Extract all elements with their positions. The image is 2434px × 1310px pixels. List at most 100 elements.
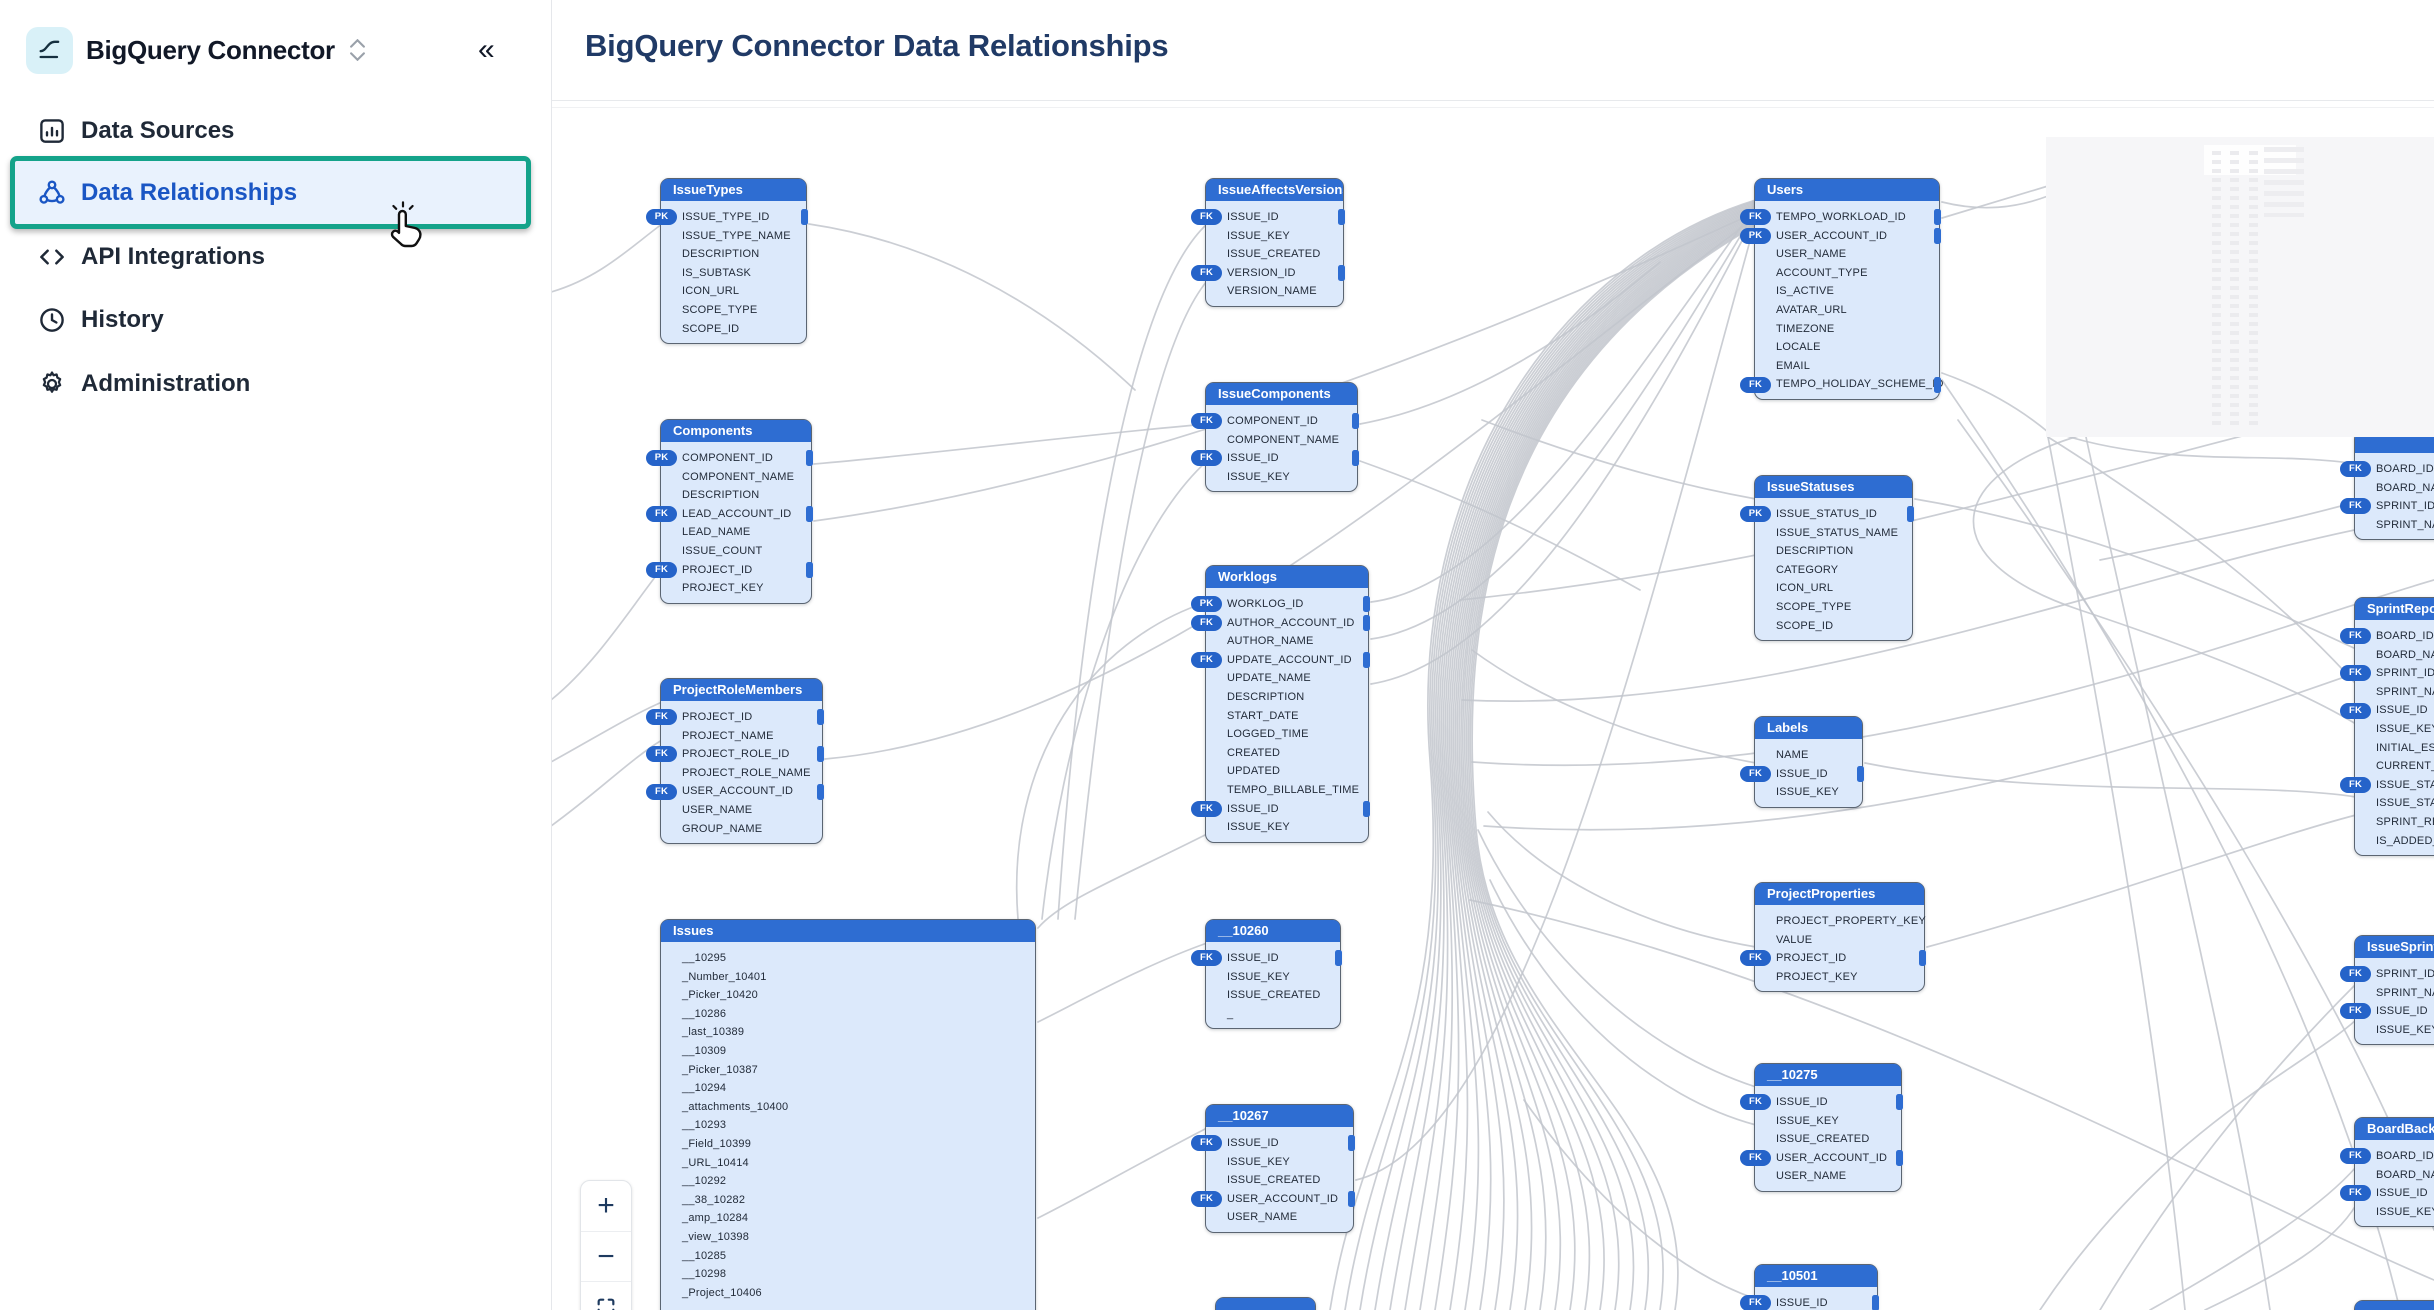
table-field: PROJECT_KEY [682, 582, 764, 595]
table-node-SprintRepor[interactable]: SprintReporBOARD_IDFKBOARD_NAMSPRINT_IDF… [2340, 597, 2434, 857]
connection-stub [1352, 413, 1359, 430]
connection-stub [1348, 1135, 1355, 1152]
table-title: IssueAffectsVersions [1206, 179, 1343, 201]
table-field: ISSUE_TYPE_NAME [682, 229, 791, 242]
table-field: __10293 [682, 1119, 727, 1132]
table-field: AUTHOR_NAME [1227, 635, 1314, 648]
table-field: DESCRIPTION [682, 489, 760, 502]
connection-stub [1363, 800, 1370, 817]
sidebar-item-data-sources[interactable]: Data Sources [0, 102, 551, 160]
table-title: IssueSprints [2355, 936, 2434, 958]
table-field: ISSUE_CREATED [1227, 248, 1321, 261]
sidebar-item-api-integrations[interactable]: API Integrations [0, 228, 551, 286]
table-field: SCOPE_TYPE [682, 303, 758, 316]
hand-cursor-icon [390, 201, 422, 248]
table-field: ISSUE_KEY [1776, 786, 1839, 799]
fit-view-button[interactable] [581, 1281, 631, 1310]
foreign-key-badge: FK [2340, 702, 2371, 719]
foreign-key-badge: FK [646, 506, 677, 523]
foreign-key-badge: FK [1740, 209, 1771, 226]
table-title: Labels [1755, 717, 1862, 739]
table-field: ISSUE_STATUFK [2340, 776, 2434, 795]
zoom-in-button[interactable]: + [597, 1189, 615, 1222]
table-field: DESCRIPTION [1227, 690, 1305, 703]
connection-stub [1363, 614, 1370, 631]
table-node-IssueSprints[interactable]: IssueSprintsSPRINT_IDFKSPRINT_NAMISSUE_I… [2340, 935, 2434, 1046]
foreign-key-badge: FK [2340, 665, 2371, 682]
table-field: CREATED [1227, 746, 1281, 759]
connection-stub [1872, 1295, 1879, 1310]
table-title: ProjectProperties [1755, 883, 1924, 905]
connection-stub [1335, 950, 1342, 967]
connection-stub [817, 709, 824, 726]
table-node-clipped[interactable] [2354, 1300, 2434, 1310]
table-title: IssueTypes [661, 179, 806, 201]
sidebar: BigQuery Connector « Data Sources Data R… [0, 0, 552, 1310]
table-field: PROJECT_NAME [682, 729, 774, 742]
table-field: _ [1227, 1007, 1234, 1020]
table-node-BoardBacklo[interactable]: BoardBackloBOARD_IDFKBOARD_NAMISSUE_IDFK… [2340, 1117, 2434, 1228]
foreign-key-badge: FK [2340, 628, 2371, 645]
table-field: INITIAL_ESTI [2376, 741, 2434, 754]
sidebar-collapse-icon[interactable]: « [478, 33, 495, 66]
table-field: CURRENT_ES [2376, 760, 2434, 773]
sidebar-item-history[interactable]: History [0, 291, 551, 349]
table-title: __10501 [1755, 1265, 1877, 1287]
table-title: Users [1755, 179, 1939, 201]
sidebar-item-data-relationships[interactable]: Data Relationships [0, 164, 551, 222]
foreign-key-badge: FK [2340, 966, 2371, 983]
table-field: SPRINT_NAM [2376, 518, 2434, 531]
connection-stub [1896, 1150, 1903, 1167]
table-field: GROUP_NAME [682, 822, 763, 835]
foreign-key-badge: FK [1191, 1135, 1222, 1152]
table-node-Issues[interactable]: Issues__10295_Number_10401_Picker_10420_… [660, 919, 1036, 1310]
table-field: USER_NAME [1227, 1211, 1298, 1224]
connection-stub [806, 506, 813, 523]
table-field: BOARD_NAM [2376, 1168, 2434, 1181]
sidebar-item-administration[interactable]: Administration [0, 355, 551, 413]
table-field: BOARD_NAM [2376, 648, 2434, 661]
foreign-key-badge: FK [1740, 376, 1771, 393]
table-field: LEAD_NAME [682, 526, 751, 539]
primary-key-badge: PK [646, 450, 677, 467]
connection-stub [1934, 376, 1941, 393]
table-node-clipped[interactable] [1215, 1297, 1316, 1310]
foreign-key-badge: FK [2340, 1003, 2371, 1020]
zoom-out-button[interactable]: − [581, 1231, 631, 1281]
table-field: UPDATED [1227, 765, 1281, 778]
workspace-switcher-icon[interactable] [349, 39, 366, 61]
table-field: COMPONENT_NAME [1227, 433, 1340, 446]
foreign-key-badge: FK [646, 783, 677, 800]
table-field: PROJECT_PROPERTY_KEY [1776, 915, 1926, 927]
table-field: AVATAR_URL [1776, 303, 1847, 316]
primary-key-badge: PK [1740, 506, 1771, 523]
table-field: __10286 [682, 1007, 727, 1020]
